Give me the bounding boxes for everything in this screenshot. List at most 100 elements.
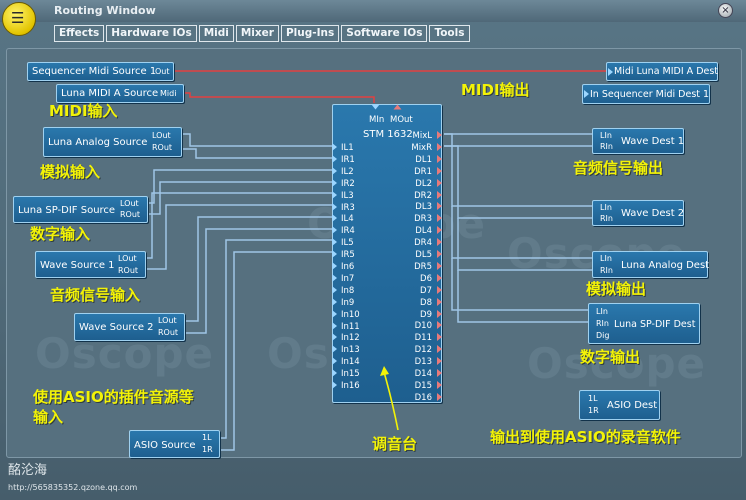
mixer-input-port[interactable]: [332, 226, 337, 235]
mixer-output-label: DR2: [414, 190, 432, 201]
annotation-audio-in: 音频信号输入: [50, 286, 141, 304]
audio-cable: [185, 228, 334, 334]
mixer-input-label: IR5: [341, 250, 355, 261]
mixer-input-port[interactable]: [332, 166, 337, 175]
menu-tools[interactable]: Tools: [429, 25, 470, 42]
sequencer-midi-dest[interactable]: In Sequencer Midi Dest 1: [582, 84, 710, 104]
mixer-input-port[interactable]: [332, 345, 337, 354]
mixer-output-port[interactable]: [437, 297, 442, 306]
input-port[interactable]: [608, 68, 613, 76]
mixer-output-port[interactable]: [437, 357, 442, 366]
mixer-output-port[interactable]: [437, 131, 442, 139]
wave-source-2[interactable]: Wave Source 2 LOut ROut: [74, 313, 185, 341]
luna-midi-a-source[interactable]: Luna MIDI A Source Midi: [56, 84, 184, 103]
mixer-output-label: DR1: [414, 166, 432, 177]
mixer-input-port[interactable]: [332, 190, 337, 199]
mixer-output-port[interactable]: [437, 142, 442, 151]
mixer-output-port[interactable]: [437, 178, 442, 187]
luna-analog-dest[interactable]: LIn RIn Luna Analog Dest: [592, 251, 709, 278]
menu-plug-ins[interactable]: Plug-Ins: [280, 25, 340, 42]
wave-dest-1[interactable]: LIn RIn Wave Dest 1: [592, 128, 684, 154]
mixer-output-label: D13: [414, 357, 432, 368]
menu-software-ios[interactable]: Software IOs: [341, 25, 428, 42]
mixer-input-port[interactable]: [332, 321, 337, 330]
mixer-output-port[interactable]: [437, 166, 442, 175]
midi-out-port[interactable]: [393, 104, 402, 110]
mixer-input-label: In15: [341, 369, 360, 380]
mixer-input-port[interactable]: [332, 357, 337, 366]
mixer-output-label: MixR: [411, 142, 432, 153]
mixer-output-port[interactable]: [437, 250, 442, 258]
port-label: ROut: [118, 266, 139, 275]
luna-spdif-source[interactable]: Luna SP-DIF Source LOut ROut: [13, 196, 148, 223]
menu-mixer[interactable]: Mixer: [235, 25, 279, 42]
mixer-input-port[interactable]: [332, 369, 337, 378]
mixer-output-port[interactable]: [437, 190, 442, 199]
mixer-output-port[interactable]: [437, 380, 442, 389]
mixer-input-port[interactable]: [332, 154, 337, 163]
audio-cable: [457, 270, 594, 323]
mixer-output-port[interactable]: [437, 321, 442, 330]
port-label: Midi: [160, 89, 177, 98]
port-label: MOut: [390, 115, 413, 125]
luna-analog-source[interactable]: Luna Analog Source LOut ROut: [43, 127, 182, 157]
mixer-output-port[interactable]: [437, 261, 442, 270]
mixer-input-port[interactable]: [332, 250, 337, 259]
mixer-output-port[interactable]: [437, 333, 442, 342]
mixer-output-port[interactable]: [437, 392, 442, 401]
midi-luna-midi-a-dest[interactable]: Midi Luna MIDI A Dest: [606, 62, 718, 81]
mixer-input-label: In13: [341, 345, 360, 356]
mixer-output-label: MixL: [412, 131, 432, 141]
mixer-output-port[interactable]: [437, 226, 442, 235]
mixer-input-port[interactable]: [332, 202, 337, 211]
close-button[interactable]: ×: [718, 3, 733, 18]
audio-cable: [444, 145, 594, 219]
mixer-input-port[interactable]: [332, 178, 337, 187]
wave-dest-2[interactable]: LIn RIn Wave Dest 2: [592, 200, 684, 226]
menu-midi[interactable]: Midi: [198, 25, 234, 42]
asio-source[interactable]: ASIO Source 1L 1R: [129, 430, 220, 458]
mixer-output-port[interactable]: [437, 154, 442, 163]
mixer-output-port[interactable]: [437, 285, 442, 294]
mixer-input-port[interactable]: [332, 297, 337, 306]
luna-spdif-dest[interactable]: LIn RIn Dig Luna SP-DIF Dest: [588, 303, 700, 344]
audio-cable: [220, 239, 334, 439]
title-bar[interactable]: ☰ Routing Window ×: [0, 0, 746, 36]
mixer-output-port[interactable]: [437, 273, 442, 282]
port-label: 1R: [202, 445, 213, 454]
mixer-output-port[interactable]: [437, 369, 442, 377]
mixer-input-label: IR2: [341, 178, 355, 189]
input-port[interactable]: [584, 90, 589, 98]
port-label: LOut: [118, 254, 137, 263]
audio-cable: [148, 169, 334, 204]
mixer-output-port[interactable]: [437, 238, 442, 247]
mixer-input-port[interactable]: [332, 309, 337, 318]
mixer-output-port[interactable]: [437, 202, 442, 211]
audio-cable: [444, 133, 594, 207]
mixer-output-port[interactable]: [437, 214, 442, 223]
app-logo-icon[interactable]: ☰: [2, 2, 36, 36]
wave-source-1[interactable]: Wave Source 1 LOut ROut: [35, 251, 146, 278]
mixer-input-port[interactable]: [332, 273, 337, 282]
mixer-input-label: In16: [341, 381, 360, 391]
mixer-output-port[interactable]: [437, 309, 442, 318]
mixer-input-port[interactable]: [332, 285, 337, 294]
menu-effects[interactable]: Effects: [54, 25, 105, 42]
mixer-input-port[interactable]: [332, 262, 337, 270]
audio-cable: [182, 133, 334, 147]
asio-dest[interactable]: 1L 1R ASIO Dest: [579, 390, 660, 420]
mixer-output-port[interactable]: [437, 345, 442, 354]
mixer-output-label: DR3: [414, 214, 432, 225]
mixer-input-port[interactable]: [332, 214, 337, 223]
sequencer-midi-source[interactable]: Sequencer Midi Source 1 Out: [27, 62, 174, 81]
menu-hardware-ios[interactable]: Hardware IOs: [106, 25, 197, 42]
mixer-input-port[interactable]: [332, 381, 337, 389]
mixer-output-label: DL4: [415, 226, 432, 237]
mixer-output-label: D11: [414, 333, 432, 344]
mixer-input-port[interactable]: [332, 333, 337, 342]
mixer-input-port[interactable]: [332, 143, 337, 151]
mixer-input-port[interactable]: [332, 238, 337, 247]
audio-cable: [220, 251, 334, 451]
midi-in-port[interactable]: [371, 104, 380, 110]
